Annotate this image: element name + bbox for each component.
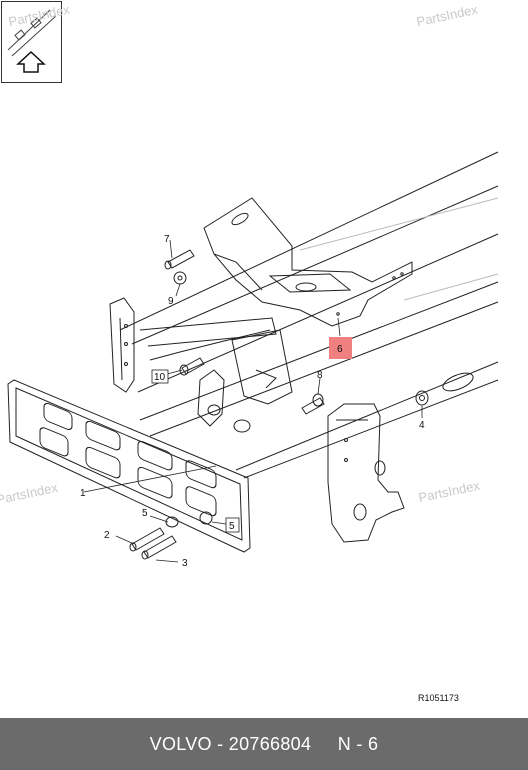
callout-6: 6 (337, 344, 343, 355)
callout-7: 7 (164, 234, 170, 245)
parts-diagram: PartsIndex PartsIndex PartsIndex PartsIn… (0, 1, 499, 703)
part-5-spacer[interactable] (165, 511, 213, 528)
part-8-bolt[interactable] (301, 393, 325, 415)
highlight-part-6 (329, 337, 352, 359)
left-bracket (109, 297, 277, 393)
callout-10: 10 (154, 372, 166, 383)
part-2-bolt[interactable] (129, 527, 165, 552)
callout-9: 9 (168, 296, 174, 307)
callout-5: 5 (142, 508, 148, 519)
locator-drawing (7, 9, 57, 73)
callout-2: 2 (104, 530, 110, 541)
exploded-view: 1 2 3 4 5 5 6 7 8 9 10 (7, 151, 499, 569)
right-bracket (327, 403, 405, 543)
callout-5-boxed: 5 (229, 521, 235, 532)
part-4-nut[interactable] (415, 390, 429, 406)
footer-gap (311, 734, 338, 755)
part-10-bolt[interactable] (179, 357, 205, 376)
part-3-bolt[interactable] (141, 535, 177, 560)
part-1-front-plate[interactable] (7, 379, 251, 553)
part-9-nut[interactable] (173, 271, 187, 285)
footer-brand: VOLVO (149, 733, 212, 754)
footer-part-number: 20766804 (228, 733, 312, 754)
locator-thumbnail[interactable] (1, 1, 62, 83)
reference-code: R1051173 (418, 693, 459, 703)
part-7-bolt[interactable] (164, 249, 195, 270)
callout-1: 1 (80, 488, 86, 499)
callout-4: 4 (419, 420, 425, 431)
center-casting (197, 329, 293, 433)
part-6-bracket[interactable] (203, 197, 413, 327)
callout-box-5 (225, 517, 240, 533)
cross-member (119, 151, 499, 479)
up-arrow-icon (16, 50, 46, 73)
callout-8: 8 (317, 370, 323, 381)
leader-lines (83, 239, 423, 563)
callout-3: 3 (182, 558, 188, 569)
footer-position: N - 6 (337, 733, 379, 754)
callout-box-10 (151, 369, 169, 384)
footer-separator: - (211, 733, 229, 754)
footer-bar: VOLVO - 20766804 N - 6 (0, 718, 528, 770)
